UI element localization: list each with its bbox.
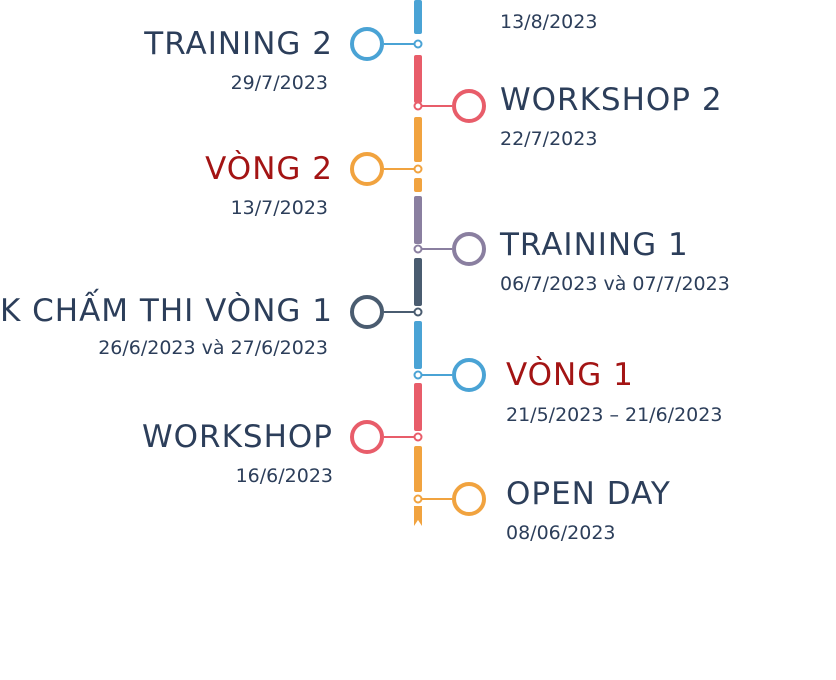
spine-segment-orange-2 <box>414 178 422 192</box>
event-date-training-1: 06/7/2023 và 07/7/2023 <box>500 273 730 295</box>
dot-workshop-2 <box>413 101 423 111</box>
node-vong-1 <box>452 358 486 392</box>
event-title-vong-1: VÒNG 1 <box>506 357 634 393</box>
event-title-workshop-2: WORKSHOP 2 <box>500 82 723 118</box>
event-date-vong-2: 13/7/2023 <box>230 197 328 219</box>
spine-segment-red-1 <box>414 55 422 103</box>
node-vong-2 <box>350 152 384 186</box>
event-date-workshop-2: 22/7/2023 <box>500 128 598 150</box>
dot-open-day <box>413 494 423 504</box>
event-date-cham-thi-vong-1: 26/6/2023 và 27/6/2023 <box>98 337 328 359</box>
event-title-workshop: WORKSHOP <box>141 419 333 455</box>
node-workshop-2 <box>452 89 486 123</box>
dot-vong-1 <box>413 370 423 380</box>
node-training-1 <box>452 232 486 266</box>
spine-segment-orange-3 <box>414 446 422 492</box>
event-date-workshop: 16/6/2023 <box>235 465 333 487</box>
event-date-training-2: 29/7/2023 <box>230 72 328 94</box>
dot-training-1 <box>413 244 423 254</box>
event-title-vong-2: VÒNG 2 <box>205 151 333 187</box>
event-title-training-2: TRAINING 2 <box>144 26 333 62</box>
node-cham-thi <box>350 295 384 329</box>
dot-vong-2 <box>413 164 423 174</box>
spine-segment-blue-2 <box>414 321 422 369</box>
event-title-training-1: TRAINING 1 <box>500 227 689 263</box>
spine-segment-blue-top <box>414 0 422 34</box>
event-date-vong-1: 21/5/2023 – 21/6/2023 <box>506 404 723 426</box>
event-date-open-day: 08/06/2023 <box>506 522 616 544</box>
dot-workshop <box>413 432 423 442</box>
event-date-top: 13/8/2023 <box>500 11 598 33</box>
dot-cham-thi <box>413 307 423 317</box>
dot-training-2 <box>413 39 423 49</box>
node-open-day <box>452 482 486 516</box>
node-workshop <box>350 420 384 454</box>
event-title-open-day: OPEN DAY <box>506 476 671 512</box>
spine-end-ribbon <box>414 506 422 526</box>
spine-segment-orange-1 <box>414 117 422 162</box>
node-training-2 <box>350 27 384 61</box>
spine-segment-navy <box>414 258 422 306</box>
event-title-cham-thi-vong-1: K CHẤM THI VÒNG 1 <box>0 293 333 329</box>
spine-segment-red-2 <box>414 383 422 431</box>
spine-segment-purple <box>414 196 422 244</box>
